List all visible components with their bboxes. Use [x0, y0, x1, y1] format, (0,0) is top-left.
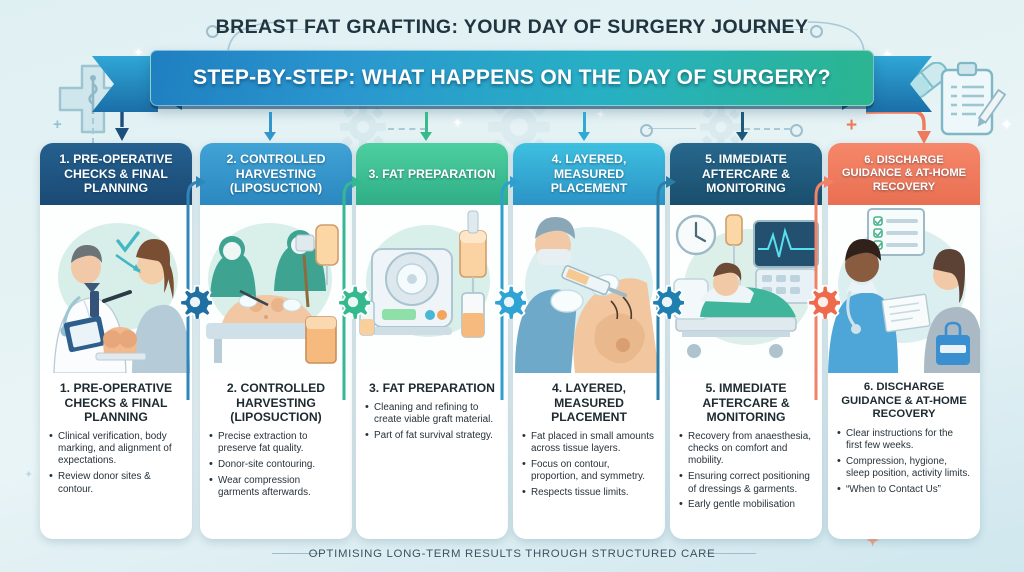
- step-card-5-title: 5. IMMEDIATE AFTERCARE & MONITORING: [702, 381, 790, 425]
- step-card-2-illustration: [200, 205, 352, 373]
- connector-arrow-1-to-2: [186, 176, 206, 400]
- list-item: Wear compression garments afterwards.: [209, 474, 343, 500]
- connector-gear-icon-2: [337, 285, 370, 319]
- step-card-3-bullets: Cleaning and refining to create viable g…: [365, 401, 499, 443]
- plus-icon-2: +: [53, 116, 62, 133]
- step-card-1-bullets: Clinical verification, body marking, and…: [49, 430, 183, 496]
- sparkle-icon-4: ✦: [452, 115, 463, 130]
- list-item: Cleaning and refining to create viable g…: [365, 401, 499, 427]
- list-item: Part of fat survival strategy.: [365, 429, 499, 443]
- connector-gear-icon-5: [807, 285, 840, 319]
- thin-link-2: [648, 128, 696, 129]
- connector-arrow-3-to-4: [500, 176, 520, 400]
- ribbon-title: STEP-BY-STEP: WHAT HAPPENS ON THE DAY OF…: [193, 66, 831, 89]
- step-card-6[interactable]: 6. DISCHARGE GUIDANCE & AT-HOME RECOVERY: [828, 143, 980, 539]
- step-card-2-header: 2. CONTROLLED HARVESTING (LIPOSUCTION): [200, 143, 352, 205]
- list-item: Respects tissue limits.: [522, 486, 656, 500]
- connector-gear-icon-4: [651, 285, 684, 319]
- step-card-6-bullets: Clear instructions for the first few wee…: [837, 427, 971, 497]
- step-card-6-illustration: [828, 205, 980, 373]
- dashed-link-2: [744, 128, 790, 130]
- step-card-4-illustration: [513, 205, 665, 373]
- step-card-5-illustration: [670, 205, 822, 373]
- ribbon-tail-left: [92, 56, 158, 112]
- page-title: BREAST FAT GRAFTING: YOUR DAY OF SURGERY…: [215, 16, 809, 38]
- step-card-1-header: 1. PRE-OPERATIVE CHECKS & FINAL PLANNING: [40, 143, 192, 205]
- step-card-5-body: 5. IMMEDIATE AFTERCARE & MONITORING Reco…: [670, 373, 822, 539]
- connector-arrow-2-to-3: [342, 176, 362, 400]
- list-item: Review donor sites & contour.: [49, 470, 183, 496]
- connector-arrow-5-to-6: [814, 176, 834, 400]
- step-card-4-title: 4. LAYERED, MEASURED PLACEMENT: [551, 381, 627, 425]
- step-card-1-header-text: 1. PRE-OPERATIVE CHECKS & FINAL PLANNING: [59, 152, 173, 196]
- step-card-5-header: 5. IMMEDIATE AFTERCARE & MONITORING: [670, 143, 822, 205]
- sparkle-icon-5: ✦: [596, 109, 606, 121]
- list-item: Focus on contour, proportion, and symmet…: [522, 458, 656, 484]
- dashed-link-1: [388, 128, 426, 130]
- link-dot-2: [790, 124, 803, 137]
- sparkle-icon-3: ✦: [1000, 117, 1014, 134]
- step-card-1-body: 1. PRE-OPERATIVE CHECKS & FINAL PLANNING…: [40, 373, 192, 539]
- connector-gear-icon-3: [493, 285, 526, 319]
- ribbon-body: STEP-BY-STEP: WHAT HAPPENS ON THE DAY OF…: [150, 50, 874, 106]
- step-card-4-body: 4. LAYERED, MEASURED PLACEMENT Fat place…: [513, 373, 665, 539]
- background-gear-icon-3: [700, 106, 742, 148]
- footer-rule-right: [706, 553, 756, 554]
- list-item: Early gentle mobilisation: [679, 498, 813, 512]
- list-item: Fat placed in small amounts across tissu…: [522, 430, 656, 456]
- ribbon-banner: STEP-BY-STEP: WHAT HAPPENS ON THE DAY OF…: [92, 50, 874, 112]
- step-card-6-header: 6. DISCHARGE GUIDANCE & AT-HOME RECOVERY: [828, 143, 980, 205]
- list-item: Clear instructions for the first few wee…: [837, 427, 971, 453]
- step-card-3-header: 3. FAT PREPARATION: [356, 143, 508, 205]
- list-item: Clinical verification, body marking, and…: [49, 430, 183, 468]
- step-card-3-body: 3. FAT PREPARATION Cleaning and refining…: [356, 373, 508, 539]
- step-card-2-header-text: 2. CONTROLLED HARVESTING (LIPOSUCTION): [226, 152, 326, 196]
- list-item: Compression, hygione, sleep position, ac…: [837, 455, 971, 481]
- step-card-1-title: 1. PRE-OPERATIVE CHECKS & FINAL PLANNING: [59, 381, 173, 425]
- connector-gear-icon-1: [179, 285, 212, 319]
- sparkle-icon-6: ✦: [24, 469, 34, 481]
- step-card-2-body: 2. CONTROLLED HARVESTING (LIPOSUCTION) P…: [200, 373, 352, 539]
- step-card-3[interactable]: 3. FAT PREPARATION: [356, 143, 508, 539]
- step-card-4[interactable]: 4. LAYERED, MEASURED PLACEMENT: [513, 143, 665, 539]
- list-item: Donor-site contouring.: [209, 458, 343, 472]
- list-item: Ensuring correct positioning of dressing…: [679, 470, 813, 496]
- step-card-5-header-text: 5. IMMEDIATE AFTERCARE & MONITORING: [701, 152, 791, 196]
- ribbon-tail-right: [866, 56, 932, 112]
- step-card-6-title: 6. DISCHARGE GUIDANCE & AT-HOME RECOVERY: [841, 381, 967, 421]
- step-card-5[interactable]: 5. IMMEDIATE AFTERCARE & MONITORING: [670, 143, 822, 539]
- step-card-6-header-text: 6. DISCHARGE GUIDANCE & AT-HOME RECOVERY: [841, 154, 967, 193]
- footer-rule-left: [272, 553, 322, 554]
- step-card-3-illustration: [356, 205, 508, 373]
- connector-arrow-4-to-5: [656, 176, 676, 400]
- clipboard-pencil-icon: [940, 61, 1007, 136]
- link-dot-1: [640, 124, 653, 137]
- footer-text: OPTIMISING LONG-TERM RESULTS THROUGH STR…: [308, 548, 716, 560]
- step-card-1-illustration: [40, 205, 192, 373]
- step-card-2[interactable]: 2. CONTROLLED HARVESTING (LIPOSUCTION): [200, 143, 352, 539]
- step-card-3-header-text: 3. FAT PREPARATION: [368, 166, 496, 181]
- step-card-5-bullets: Recovery from anaesthesia, checks on com…: [679, 430, 813, 512]
- step-card-2-bullets: Precise extraction to preserve fat quali…: [209, 430, 343, 500]
- step-card-2-title: 2. CONTROLLED HARVESTING (LIPOSUCTION): [226, 381, 326, 425]
- step-card-1[interactable]: 1. PRE-OPERATIVE CHECKS & FINAL PLANNING: [40, 143, 192, 539]
- step-card-4-header: 4. LAYERED, MEASURED PLACEMENT: [513, 143, 665, 205]
- list-item: Recovery from anaesthesia, checks on com…: [679, 430, 813, 468]
- step-card-4-header-text: 4. LAYERED, MEASURED PLACEMENT: [550, 152, 628, 196]
- step-card-4-bullets: Fat placed in small amounts across tissu…: [522, 430, 656, 500]
- step-card-6-body: 6. DISCHARGE GUIDANCE & AT-HOME RECOVERY…: [828, 373, 980, 539]
- plus-icon-3: +: [846, 115, 858, 136]
- step-card-3-title: 3. FAT PREPARATION: [369, 381, 495, 395]
- list-item: Precise extraction to preserve fat quali…: [209, 430, 343, 456]
- list-item: “When to Contact Us”: [837, 483, 971, 497]
